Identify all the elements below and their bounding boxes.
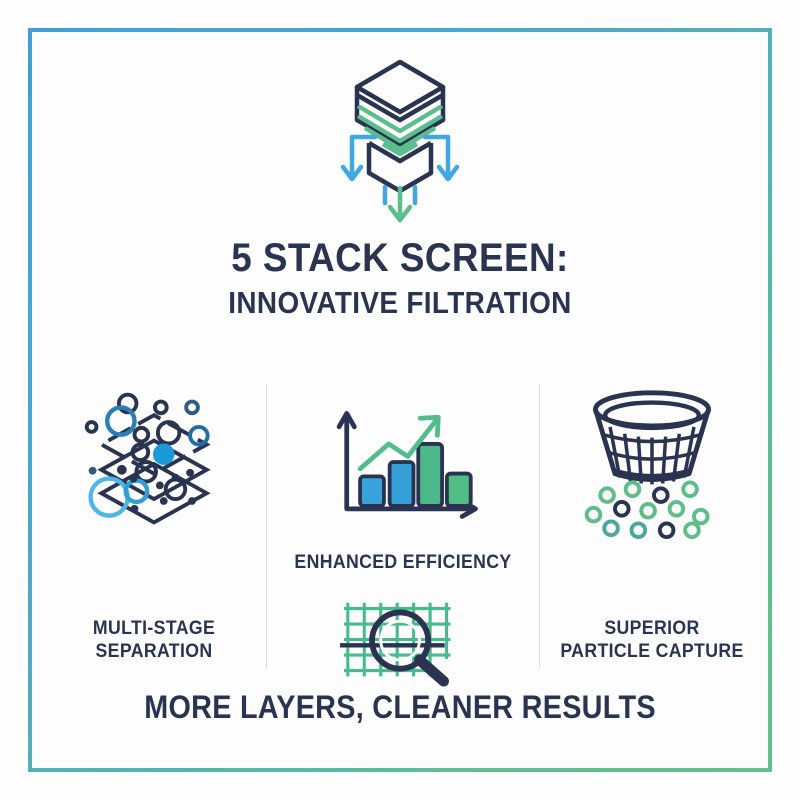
column-divider-left: [266, 384, 267, 669]
caption-line-1: MULTI-STAGE: [92, 618, 216, 639]
magnifier-mesh-grid-icon: [267, 595, 539, 687]
feature-caption-multi-stage-separation: MULTI-STAGE SEPARATION: [50, 618, 258, 664]
banner-text: MORE LAYERS, CLEANER RESULTS: [144, 689, 656, 725]
column-divider-right: [539, 384, 540, 669]
feature-column-superior-particle-capture: SUPERIOR PARTICLE CAPTURE: [540, 384, 764, 664]
bar-chart-growth-icon: [267, 402, 539, 526]
feature-column-multi-stage-separation: MULTI-STAGE SEPARATION: [42, 384, 266, 664]
caption-line-1: ENHANCED EFFICIENCY: [294, 552, 512, 573]
layered-stack-filter-icon: [325, 54, 475, 226]
banner: MORE LAYERS, CLEANER RESULTS: [32, 689, 768, 726]
caption-line-2: SEPARATION: [95, 640, 213, 662]
poster-inner: 5 STACK SCREEN: INNOVATIVE FILTRATION: [32, 32, 768, 768]
title-block: 5 STACK SCREEN: INNOVATIVE FILTRATION: [32, 236, 768, 321]
caption-line-2: PARTICLE CAPTURE: [560, 640, 744, 662]
gradient-border: 5 STACK SCREEN: INNOVATIVE FILTRATION: [28, 28, 772, 772]
mesh-basket-sieve-icon: [540, 384, 764, 540]
feature-caption-enhanced-efficiency: ENHANCED EFFICIENCY: [277, 552, 530, 575]
layered-particle-separation-icon: [42, 384, 266, 540]
caption-line-1: SUPERIOR: [604, 618, 700, 639]
feature-caption-superior-particle-capture: SUPERIOR PARTICLE CAPTURE: [548, 618, 756, 664]
page-title: 5 STACK SCREEN:: [231, 236, 569, 280]
page-subtitle: INNOVATIVE FILTRATION: [228, 285, 572, 321]
feature-column-enhanced-efficiency: ENHANCED EFFICIENCY: [267, 384, 539, 687]
